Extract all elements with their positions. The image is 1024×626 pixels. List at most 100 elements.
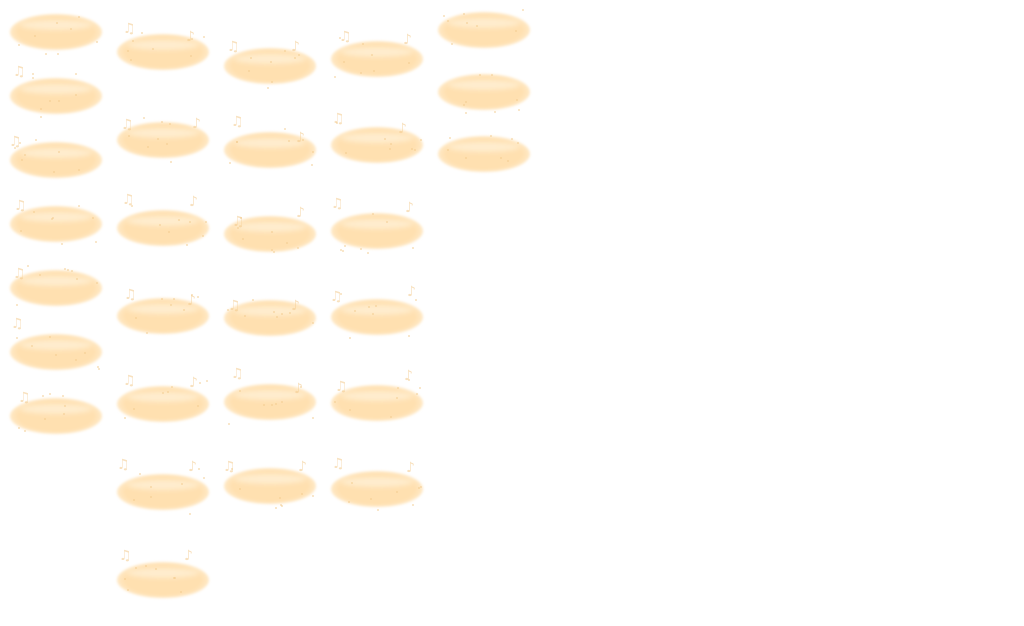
music-note-icon: ♫: [117, 457, 130, 473]
music-note-icon: ♪: [398, 121, 407, 137]
sparkle-icon: [189, 221, 191, 223]
music-note-icon: ♫: [122, 192, 135, 208]
music-note-icon: ♫: [18, 390, 31, 406]
sparkle-icon: [312, 495, 314, 497]
sprite-frame: ♫: [4, 199, 108, 270]
sparkle-icon: [242, 238, 244, 240]
sparkle-icon: [44, 418, 46, 420]
sparkle-icon: [228, 423, 230, 425]
music-note-icon: ♫: [330, 289, 343, 305]
sparkle-icon: [155, 568, 157, 570]
sparkle-icon: [491, 74, 493, 76]
glow-disc: [10, 334, 102, 370]
sparkle-icon: [397, 387, 399, 389]
sparkle-icon: [349, 409, 351, 411]
sparkle-icon: [281, 505, 283, 507]
sparkle-icon: [203, 477, 205, 479]
music-note-icon: ♫: [232, 214, 245, 230]
sparkle-icon: [42, 395, 44, 397]
sparkle-icon: [150, 486, 152, 488]
music-note-icon: ♪: [187, 293, 196, 309]
glow-disc: [10, 78, 102, 114]
sparkle-icon: [75, 359, 77, 361]
music-note-icon: ♪: [406, 460, 415, 476]
sparkle-icon: [271, 404, 273, 406]
glow-disc: [331, 41, 423, 77]
sprite-frame: ♫♪: [218, 299, 322, 364]
music-note-icon: ♪: [294, 381, 303, 397]
sparkle-icon: [312, 417, 314, 419]
sparkle-icon: [463, 13, 465, 15]
sparkle-icon: [84, 352, 86, 354]
sparkle-icon: [40, 108, 42, 110]
sparkle-icon: [372, 313, 374, 315]
glow-disc: [117, 34, 209, 70]
sprite-column: ♫♫♫♫♫♫: [4, 0, 108, 512]
sparkle-icon: [190, 55, 192, 57]
glow-disc: [10, 142, 102, 178]
sparkle-icon: [334, 76, 336, 78]
sparkle-icon: [32, 77, 34, 79]
sparkle-icon: [271, 81, 273, 83]
sparkle-icon: [132, 40, 134, 42]
music-note-icon: ♫: [119, 548, 132, 564]
sparkle-icon: [96, 282, 98, 284]
sparkle-icon: [451, 43, 453, 45]
sparkle-icon: [476, 25, 478, 27]
sparkle-icon: [273, 251, 275, 253]
sparkle-icon: [465, 157, 467, 159]
glow-disc: [331, 471, 423, 507]
sparkle-icon: [415, 299, 417, 301]
sprite-frame: [432, 74, 536, 138]
sparkle-icon: [97, 366, 99, 368]
sparkle-icon: [343, 61, 345, 63]
sparkle-icon: [300, 386, 302, 388]
sprite-frame: ♫♪: [325, 197, 429, 277]
sparkle-icon: [62, 395, 64, 397]
sparkle-icon: [67, 269, 69, 271]
glow-disc: [331, 385, 423, 421]
sparkle-icon: [51, 218, 53, 220]
sparkle-icon: [49, 100, 51, 102]
sparkle-icon: [34, 35, 36, 37]
glow-disc: [224, 300, 316, 336]
music-note-icon: ♫: [123, 373, 136, 389]
music-note-icon: ♪: [404, 368, 413, 384]
sparkle-icon: [275, 507, 277, 509]
glow-disc: [438, 136, 530, 172]
glow-disc: [10, 398, 102, 434]
sparkle-icon: [92, 217, 94, 219]
music-note-icon: ♪: [405, 200, 414, 216]
sparkle-icon: [511, 138, 513, 140]
glow-disc: [224, 216, 316, 252]
sparkle-icon: [340, 293, 342, 295]
sparkle-icon: [231, 468, 233, 470]
sparkle-icon: [33, 211, 35, 213]
sparkle-icon: [127, 50, 129, 52]
sparkle-icon: [339, 37, 341, 39]
sparkle-icon: [19, 142, 21, 144]
sparkle-icon: [344, 245, 346, 247]
sparkle-icon: [96, 41, 98, 43]
sparkle-icon: [141, 32, 143, 34]
sparkle-icon: [56, 22, 58, 24]
sparkle-icon: [71, 270, 73, 272]
sprite-frame: ♫♪: [111, 193, 215, 274]
glow-disc: [331, 213, 423, 249]
sparkle-icon: [237, 227, 239, 229]
sparkle-icon: [490, 135, 492, 137]
sparkle-icon: [18, 427, 20, 429]
sparkle-icon: [368, 306, 370, 308]
sparkle-icon: [386, 221, 388, 223]
sparkle-icon: [229, 162, 231, 164]
sparkle-icon: [390, 143, 392, 145]
sparkle-icon: [351, 482, 353, 484]
sparkle-icon: [408, 379, 410, 381]
sprite-column: [432, 0, 536, 512]
music-note-icon: ♪: [296, 130, 305, 146]
sparkle-icon: [197, 296, 199, 298]
sparkle-icon: [133, 499, 135, 501]
sparkle-icon: [289, 312, 291, 314]
sparkle-icon: [40, 116, 42, 118]
glow-disc: [438, 12, 530, 48]
